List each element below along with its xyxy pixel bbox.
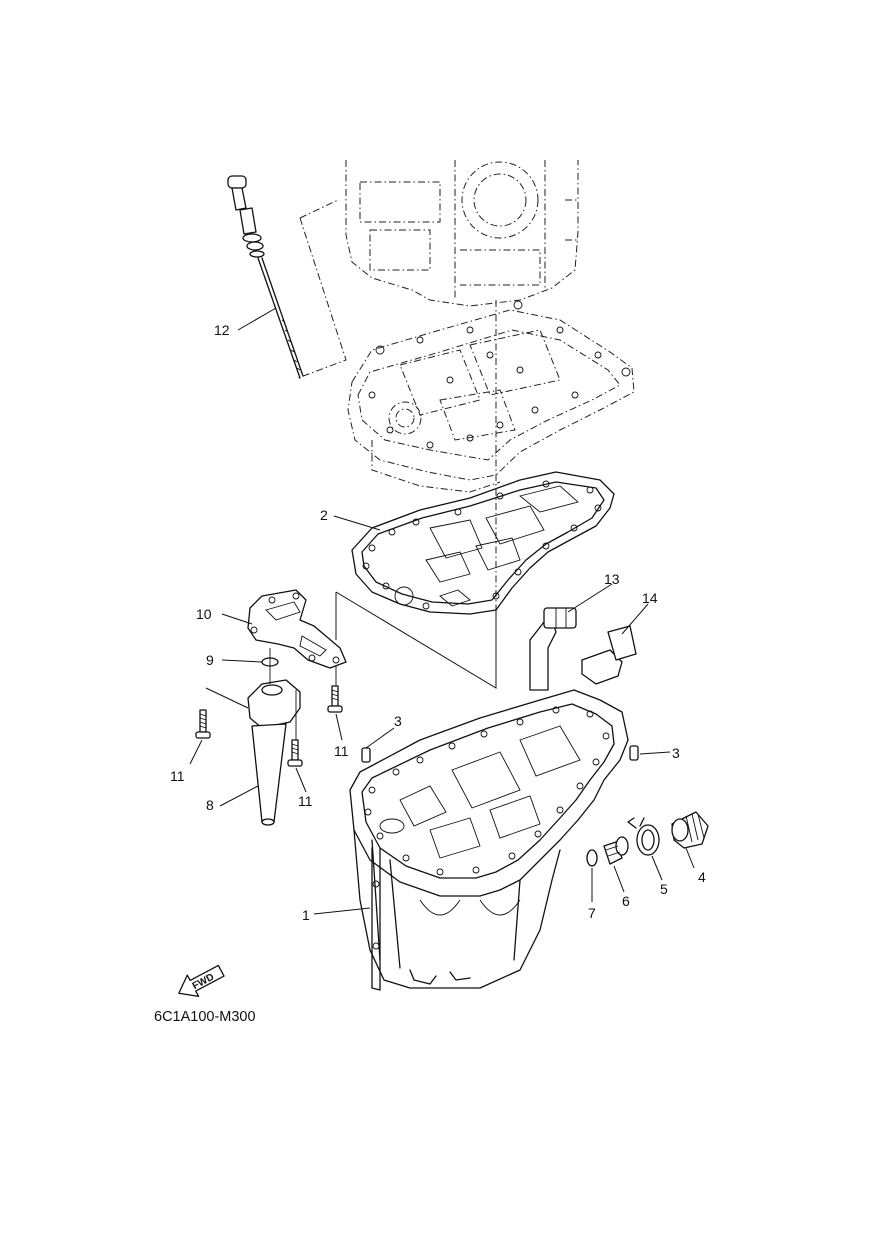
callout-13: 13 [604,571,620,587]
strainer-plate-part [247,589,347,669]
gasket-part [351,471,615,615]
strainer-pipe-part [205,679,301,826]
callout-11-c: 11 [298,793,313,809]
callout-labels: 12 2 13 14 10 9 3 3 11 11 11 8 4 5 6 7 1 [170,322,706,923]
hose-part [529,607,577,691]
leader-lines [189,307,695,915]
callout-4: 4 [698,869,706,885]
callout-1: 1 [302,907,310,923]
callout-9: 9 [206,652,214,668]
callout-12: 12 [214,322,230,338]
drain-washer-part [586,849,598,867]
dipstick-part [227,175,304,379]
callout-8: 8 [206,797,214,813]
callout-11-a: 11 [334,743,349,759]
bracket-part [581,625,637,685]
engine-block-phantom [345,160,579,307]
oil-pan-part [349,689,629,991]
fwd-label: FWD [191,972,216,992]
callout-7: 7 [588,905,596,921]
callout-6: 6 [622,893,630,909]
upper-casing-phantom [347,300,635,493]
gasket-guide-lines [335,591,497,689]
dipstick-guide-line [297,199,347,379]
callout-3-left: 3 [394,713,402,729]
callout-2: 2 [320,507,328,523]
dowel-parts [361,745,639,763]
callout-14: 14 [642,590,658,606]
hose-joint-part [671,811,709,849]
fwd-arrow-icon: FWD [178,964,225,998]
callout-5: 5 [660,881,668,897]
callout-10: 10 [196,606,212,622]
callout-11-b: 11 [170,768,185,784]
callout-3-right: 3 [672,745,680,761]
hose-clamp-part [627,817,660,856]
bolt-parts [195,648,343,767]
diagram-code: 6C1A100-M300 [154,1009,256,1025]
drain-plug-part [603,836,629,865]
